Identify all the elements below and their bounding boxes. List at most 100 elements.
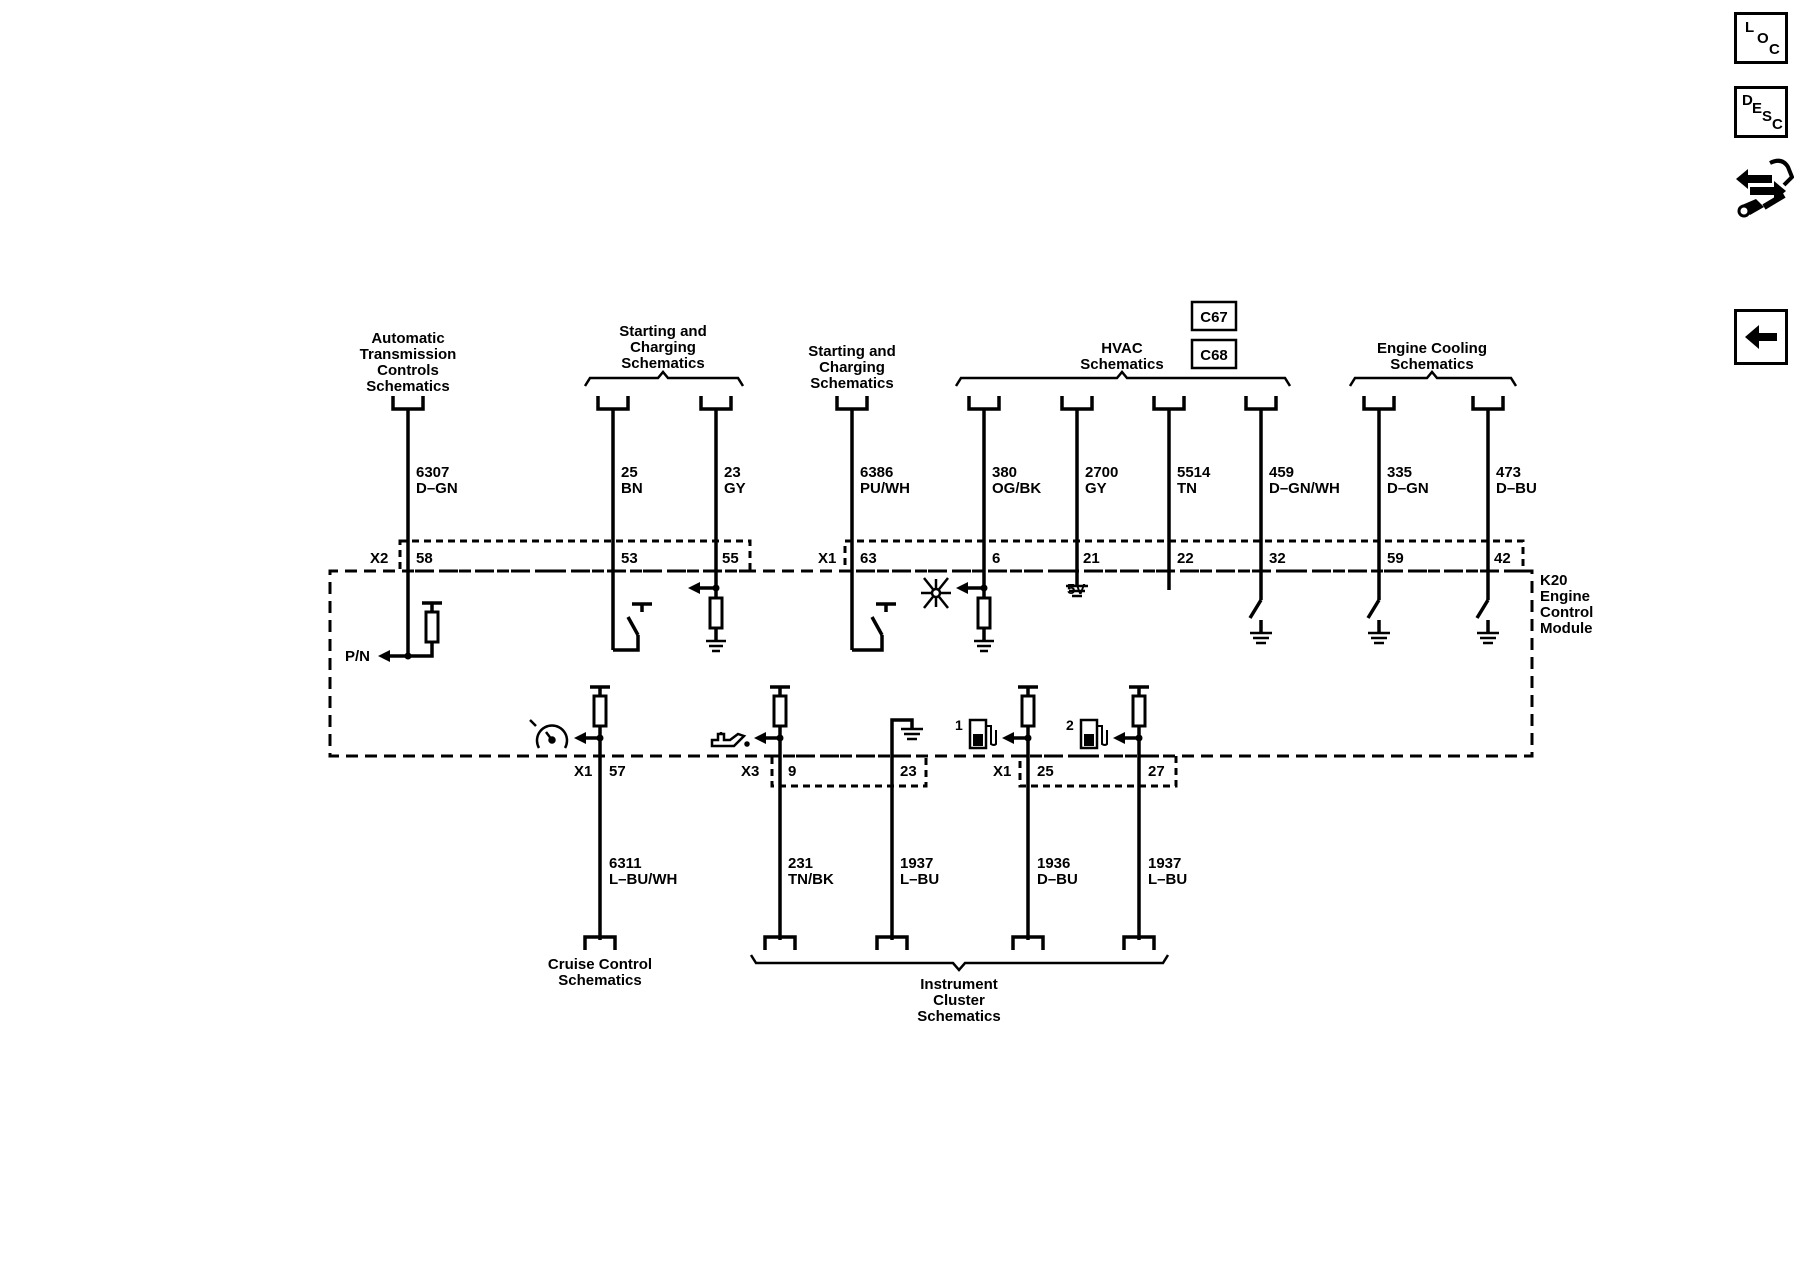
- repair-procedures-button[interactable]: [1734, 155, 1795, 221]
- wire-label-color: GY: [724, 480, 746, 497]
- fuel-sensor-number: 2: [1066, 717, 1074, 733]
- wire-label-color: PU/WH: [860, 480, 910, 497]
- pin-number: 23: [900, 763, 917, 780]
- wire-label-color: TN/BK: [788, 871, 834, 888]
- wire-label-circuit: 2700: [1085, 464, 1118, 481]
- bottom-terminals: [583, 935, 1156, 950]
- back-button[interactable]: [1734, 309, 1788, 365]
- wire-label-color: OG/BK: [992, 480, 1041, 497]
- ground-icon: [1250, 631, 1272, 645]
- wire-label-circuit: 6386: [860, 464, 893, 481]
- svg-text:Cluster: Cluster: [933, 992, 985, 1009]
- pn-label: P/N: [345, 648, 370, 665]
- svg-text:C67: C67: [1200, 309, 1228, 326]
- wire-label-circuit: 25: [621, 464, 638, 481]
- brace-hvac: [954, 370, 1292, 387]
- connector-label: X1: [993, 763, 1011, 780]
- code-box-c67[interactable]: C67: [1190, 300, 1238, 332]
- svg-text:Module: Module: [1540, 620, 1593, 637]
- description-button[interactable]: D E S C: [1734, 86, 1788, 138]
- connector-label: X2: [370, 550, 388, 567]
- svg-text:C68: C68: [1200, 347, 1228, 364]
- wire-label-circuit: 1937: [1148, 855, 1181, 872]
- svg-text:Engine Cooling: Engine Cooling: [1377, 340, 1487, 357]
- wire-label-circuit: 380: [992, 464, 1017, 481]
- wire-label-circuit: 231: [788, 855, 813, 872]
- internal-switch-32: [1248, 599, 1272, 645]
- pin-number: 25: [1037, 763, 1054, 780]
- connector-label: X1: [818, 550, 836, 567]
- dest-cruise-label[interactable]: Cruise Control Schematics: [548, 956, 652, 989]
- pin-number: 22: [1177, 550, 1194, 567]
- internal-switch-42: [1475, 599, 1499, 645]
- location-button[interactable]: L O C: [1734, 12, 1788, 64]
- dest-start1-label[interactable]: Starting and Charging Schematics: [619, 323, 707, 372]
- top-wires: [406, 409, 1490, 656]
- pin-number: 21: [1083, 550, 1100, 567]
- dest-cooling-label[interactable]: Engine Cooling Schematics: [1377, 340, 1487, 373]
- wire-label-color: L–BU: [900, 871, 939, 888]
- wire-label-color: D–GN/WH: [1269, 480, 1340, 497]
- code-box-c68[interactable]: C68: [1190, 338, 1238, 370]
- internal-ground-23: [890, 718, 923, 940]
- pin-number: 55: [722, 550, 739, 567]
- wire-label-color: TN: [1177, 480, 1197, 497]
- internal-circuit-6: [921, 577, 994, 653]
- fuel-pump-icon: [968, 718, 997, 750]
- svg-text:K20: K20: [1540, 572, 1568, 589]
- btn-letter: O: [1757, 30, 1769, 47]
- svg-text:Schematics: Schematics: [1390, 356, 1473, 373]
- snowflake-icon: [921, 577, 951, 609]
- brace-cluster: [749, 954, 1170, 972]
- wire-label-color: GY: [1085, 480, 1107, 497]
- wire-label-circuit: 6311: [609, 855, 642, 872]
- wire-label-circuit: 459: [1269, 464, 1294, 481]
- svg-text:Transmission: Transmission: [360, 346, 457, 363]
- bottom-connectors: X1 X3 X1: [574, 754, 1178, 788]
- wire-label-color: D–GN: [1387, 480, 1429, 497]
- svg-text:Schematics: Schematics: [366, 378, 449, 395]
- ground-icon: [901, 727, 923, 741]
- dest-cluster-label[interactable]: Instrument Cluster Schematics: [917, 976, 1000, 1025]
- internal-circuit-9: [710, 685, 790, 940]
- pin-number: 27: [1148, 763, 1165, 780]
- ground-icon: [1368, 631, 1390, 645]
- btn-letter: C: [1769, 41, 1780, 58]
- ground-icon: [1477, 631, 1499, 645]
- btn-letter: C: [1772, 116, 1783, 133]
- wire-label-circuit: 6307: [416, 464, 449, 481]
- pin-number: 6: [992, 550, 1000, 567]
- arrow-left-icon: [1745, 325, 1777, 349]
- svg-text:Starting and: Starting and: [808, 343, 896, 360]
- arrows-wrench-icon: [1736, 158, 1795, 218]
- internal-switch-59: [1366, 599, 1390, 645]
- svg-text:Charging: Charging: [819, 359, 885, 376]
- fuel-pump-icon: [1079, 718, 1108, 750]
- pin-number: 59: [1387, 550, 1404, 567]
- pin-number: 53: [621, 550, 638, 567]
- internal-ground-22: [1066, 572, 1088, 598]
- wire-label-circuit: 5514: [1177, 464, 1211, 481]
- pin-number: 42: [1494, 550, 1511, 567]
- internal-switch-53: [613, 602, 652, 652]
- wire-label-color: L–BU/WH: [609, 871, 677, 888]
- btn-letter: D: [1742, 92, 1753, 109]
- internal-circuit-25: 1: [955, 685, 1038, 940]
- pin-number: 32: [1269, 550, 1286, 567]
- pin-number: 58: [416, 550, 433, 567]
- module-label[interactable]: K20 Engine Control Module: [1540, 572, 1593, 637]
- internal-switch-63: [852, 602, 896, 652]
- brace-cooling: [1348, 370, 1518, 387]
- dest-trans-label[interactable]: Automatic Transmission Controls Schemati…: [360, 330, 457, 395]
- ground-icon: [706, 639, 726, 653]
- bottom-wire-labels: 6311 L–BU/WH 231 TN/BK 1937 L–BU 1936 D–…: [609, 855, 1187, 888]
- top-terminals: [391, 396, 1505, 411]
- brace-start1: [583, 370, 745, 387]
- wire-label-circuit: 1936: [1037, 855, 1070, 872]
- dest-start2-label[interactable]: Starting and Charging Schematics: [808, 343, 896, 392]
- top-connectors: X2 X1: [370, 539, 1525, 573]
- svg-text:Cruise Control: Cruise Control: [548, 956, 652, 973]
- dest-hvac-label[interactable]: HVAC Schematics: [1080, 340, 1163, 373]
- svg-text:Schematics: Schematics: [810, 375, 893, 392]
- svg-text:Starting and: Starting and: [619, 323, 707, 340]
